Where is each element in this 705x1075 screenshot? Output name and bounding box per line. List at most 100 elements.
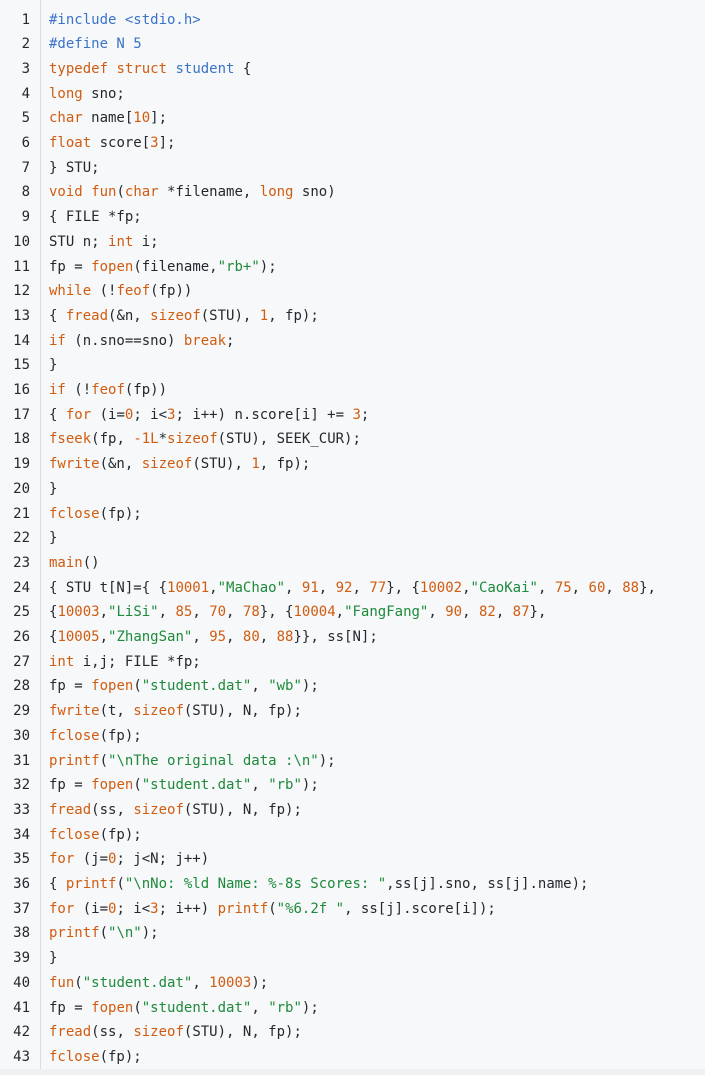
code-token: ; j<N; j++) [116,851,210,868]
code-token: , ss[j].score[i]); [344,900,496,917]
line-number: 13 [13,307,30,324]
code-token: 3 [150,135,159,151]
code-token: 0 [108,851,117,868]
code-token: , [251,678,269,695]
code-token [83,184,91,200]
code-token: , [226,629,243,645]
code-token: (n.sno==sno) [65,332,184,349]
code-token: sno) [293,184,336,201]
code-token: (STU), N, fp); [183,801,302,818]
line-number: 7 [21,159,30,176]
code-token: 95 [209,629,227,645]
line-number: 18 [13,431,30,448]
code-text: fun("student.dat", 10003); [49,971,268,996]
code-text: typedef struct student { [49,57,251,82]
code-token: (t, [99,703,134,720]
code-token: { [234,60,252,77]
code-token: , [495,604,513,621]
code-token: } [49,950,58,967]
code-token: -1L [133,431,159,448]
code-token: 92 [335,579,353,596]
code-text: } [49,526,57,551]
code-text: printf("\n"); [49,921,159,946]
code-token: (i= [74,900,109,917]
code-token: long [49,85,83,102]
code-token: (filename, [133,258,218,275]
code-token: "rb+" [217,258,260,275]
code-token: fp = [49,258,92,275]
code-token: "ZhangSan" [108,629,193,645]
code-token: long [259,184,294,201]
code-text: fclose(fp); [49,724,142,749]
code-token: break [183,332,227,349]
code-token: sizeof [133,1024,184,1041]
code-text: for (i=0; i<3; i++) printf("%6.2f ", ss[… [49,897,496,922]
line-number: 5 [21,110,30,127]
code-token: 78 [242,604,260,621]
code-text: fp = fopen("student.dat", "rb"); [49,996,319,1021]
code-token: feof [116,283,151,300]
line-number: 4 [21,85,30,102]
code-token: { [49,604,58,621]
code-line: 7 } STU; [0,156,705,181]
code-token: printf [49,925,100,942]
horizontal-scrollbar[interactable] [0,1069,705,1075]
code-text: main() [49,551,100,576]
code-token: if [49,382,66,398]
line-number: 41 [13,999,30,1016]
code-token: fread [49,1024,92,1041]
code-token: "LiSi" [108,604,159,621]
code-token: fclose [49,727,100,744]
code-token: typedef [49,60,109,77]
code-token: 3 [352,406,361,423]
code-token: sizeof [133,703,184,720]
code-token: fun [91,184,117,201]
code-token: "FangFang" [344,604,429,621]
code-token: { STU t[N]={ { [49,579,168,596]
code-token: i; [133,233,159,250]
code-token: i,j; FILE *fp; [74,653,201,670]
line-number: 26 [13,629,30,645]
code-line: 22} [0,526,705,551]
code-token: (STU), [192,456,252,473]
code-token: fp = [49,999,92,1016]
code-token: 3 [167,406,176,423]
code-token: , [428,604,446,621]
code-token: 91 [301,579,319,596]
code-text: } STU; [49,156,100,181]
code-text: { STU t[N]={ {10001,"MaChao", 91, 92, 77… [49,576,656,601]
code-token: ( [133,678,142,695]
code-token: , [251,777,269,794]
code-token: (fp, [91,431,134,448]
code-token: } STU; [49,159,100,176]
line-number: 10 [13,233,30,250]
code-token: , [285,579,302,596]
code-text: if (n.sno==sno) break; [49,329,234,354]
code-token: "MaChao" [217,579,286,596]
code-token: ( [116,876,125,892]
code-token: fclose [49,826,100,843]
code-token: , [462,579,471,596]
code-token: }, [529,604,547,621]
code-token: (i= [91,406,125,423]
line-number: 37 [13,900,30,917]
line-number: 27 [13,653,30,670]
code-token: 70 [209,604,227,621]
line-number: 6 [21,135,30,151]
code-token: (fp)) [150,283,193,300]
code-token: , fp); [259,456,311,473]
code-text: float score[3]; [49,131,175,156]
gutter-divider [40,0,41,1075]
code-text: fclose(fp); [49,1045,142,1070]
code-token: 10003 [209,974,252,991]
